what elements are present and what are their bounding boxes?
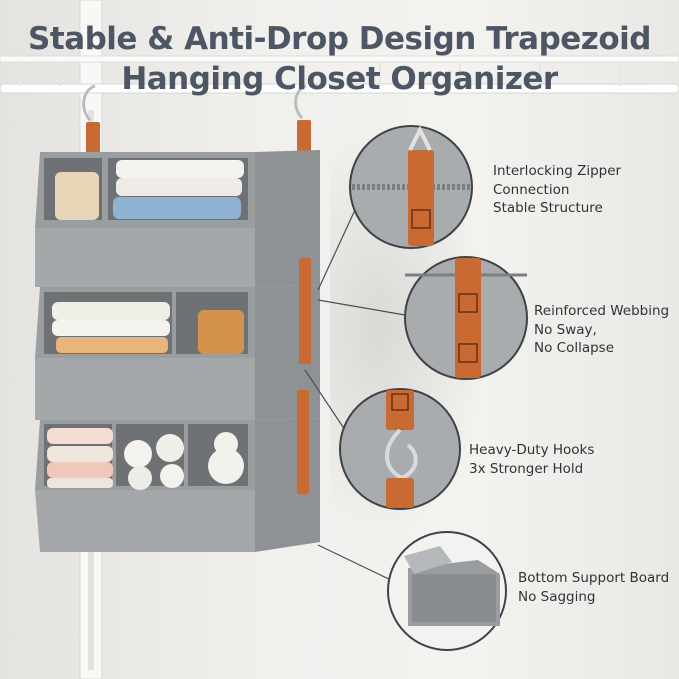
feature-board-caption: Bottom Support Board No Sagging (518, 569, 669, 606)
detail-hook (339, 388, 461, 510)
feature-webbing-line-1: Reinforced Webbing (534, 303, 670, 319)
feature-hooks-line-2: 3x Stronger Hold (469, 460, 584, 477)
wire-shelf (0, 55, 679, 94)
detail-webbing (404, 256, 528, 380)
feature-board-line-1: Bottom Support Board (518, 570, 670, 586)
feature-webbing-caption: Reinforced Webbing No Sway, No Collapse (534, 302, 669, 358)
feature-zipper-line-1: Interlocking Zipper (493, 163, 622, 179)
feature-hooks-line-1: Heavy-Duty Hooks (469, 442, 595, 458)
organizer-tier-1 (35, 150, 320, 287)
feature-zipper-line-2: Connection (493, 181, 570, 198)
feature-webbing-line-3: No Collapse (534, 340, 615, 356)
organizer-tier-2 (35, 285, 320, 420)
feature-zipper-line-3: Stable Structure (493, 200, 603, 216)
title-line-2: Hanging Closet Organizer (121, 61, 558, 97)
top-hook-left (82, 84, 100, 156)
feature-zipper-caption: Interlocking Zipper Connection Stable St… (493, 162, 621, 218)
side-strap (297, 258, 311, 494)
feature-board-line-2: No Sagging (518, 588, 596, 605)
title-line-1: Stable & Anti-Drop Design Trapezoid (28, 21, 651, 57)
detail-bottom-board (387, 531, 507, 651)
callout-lines (304, 209, 406, 583)
organizer-tier-3 (35, 418, 320, 552)
detail-zipper (349, 125, 473, 249)
feature-webbing-line-2: No Sway, (534, 321, 597, 338)
feature-hooks-caption: Heavy-Duty Hooks 3x Stronger Hold (469, 441, 594, 478)
